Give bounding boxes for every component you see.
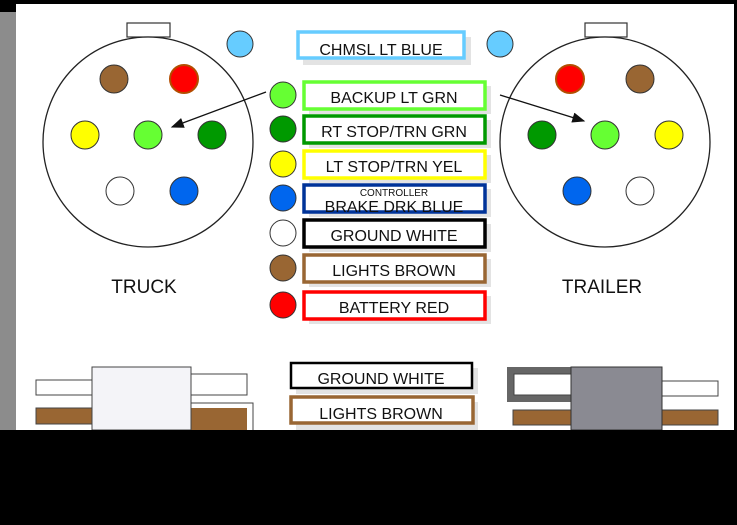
legend-label: GROUND WHITE: [330, 228, 457, 245]
bottom-lights-box: [289, 395, 475, 425]
trailer-arrow: [499, 94, 586, 123]
truck-arrow: [170, 91, 267, 128]
bottom-ground-box: [289, 361, 474, 390]
trailer-brown-wire-out: [661, 409, 719, 426]
chmsl-dot-right: [486, 30, 514, 58]
truck-pin-white: [105, 176, 135, 206]
trailer-plug-body: [570, 366, 663, 431]
legend-label: BRAKE DRK BLUE: [325, 199, 464, 216]
truck-key-tab: [126, 22, 171, 38]
wire-legend: BACKUP LT GRN RT STOP/TRN GRN LT STOP/TRN …: [269, 80, 491, 324]
truck-white-wire: [35, 379, 97, 396]
truck-label: TRUCK: [111, 277, 177, 298]
trailer-plug-side-view: [507, 366, 719, 431]
legend-box: [302, 183, 487, 214]
trailer-pin-yellow: [654, 120, 684, 150]
legend-label: BATTERY RED: [339, 300, 449, 317]
legend-box: [302, 149, 487, 180]
legend-color-dot: [269, 115, 297, 143]
trailer-pin-white: [625, 176, 655, 206]
legend-row: GROUND WHITE: [269, 218, 491, 252]
truck-brown-wire: [35, 407, 97, 425]
trailer-connector: TRAILER: [499, 22, 711, 298]
legend-box: [302, 218, 487, 249]
truck-brown-wire-out: [191, 408, 247, 430]
truck-white-wire-out: [190, 373, 248, 396]
legend-label: LT STOP/TRN YEL: [326, 159, 463, 176]
trailer-brown-wire: [512, 409, 572, 426]
trailer-pin-light-green: [590, 120, 620, 150]
trailer-pin-red: [555, 64, 585, 94]
legend-box: [302, 290, 487, 321]
truck-pin-dark-green: [197, 120, 227, 150]
truck-pin-brown: [99, 64, 129, 94]
legend-color-dot: [269, 291, 297, 319]
controller-label: CONTROLLER: [360, 188, 428, 199]
truck-pin-red: [169, 64, 199, 94]
bottom-legend: GROUND WHITE LIGHTS BROWN: [289, 361, 478, 430]
legend-box: [302, 80, 487, 111]
legend-row: BACKUP LT GRN: [269, 80, 491, 114]
truck-pin-light-green: [133, 120, 163, 150]
bottom-ground-label: GROUND WHITE: [317, 371, 444, 388]
legend-color-dot: [269, 81, 297, 109]
legend-box: [302, 253, 487, 284]
legend-color-dot: [269, 184, 297, 212]
trailer-pin-brown: [625, 64, 655, 94]
trailer-label: TRAILER: [562, 277, 642, 298]
legend-row: RT STOP/TRN GRN: [269, 114, 491, 148]
bottom-black-band: [0, 430, 737, 525]
trailer-white-wire: [513, 373, 572, 396]
legend-color-dot: [269, 219, 297, 247]
truck-connector: TRUCK: [42, 22, 254, 298]
truck-plug-body: [91, 366, 192, 431]
legend-box: [302, 114, 487, 145]
legend-color-dot: [269, 150, 297, 178]
legend-row: LT STOP/TRN YEL: [269, 149, 491, 183]
legend-label: BACKUP LT GRN: [330, 90, 457, 107]
legend-color-dot: [269, 254, 297, 282]
left-grey-strip: [0, 12, 16, 430]
chmsl-box: [296, 30, 466, 60]
legend-chmsl: CHMSL LT BLUE: [226, 30, 514, 65]
legend-row: LIGHTS BROWN: [269, 253, 491, 287]
bottom-lights-label: LIGHTS BROWN: [319, 406, 443, 423]
chmsl-label: CHMSL LT BLUE: [319, 42, 442, 59]
legend-row: BRAKE DRK BLUE: [269, 183, 491, 217]
trailer-pin-blue: [562, 176, 592, 206]
legend-label: LIGHTS BROWN: [332, 263, 456, 280]
trailer-pin-dark-green: [527, 120, 557, 150]
trailer-white-wire-out: [661, 380, 719, 397]
truck-pin-yellow: [70, 120, 100, 150]
legend-row: BATTERY RED: [269, 290, 491, 324]
trailer-key-tab: [584, 22, 628, 38]
chmsl-dot-left: [226, 30, 254, 58]
legend-label: RT STOP/TRN GRN: [321, 124, 467, 141]
truck-pin-blue: [169, 176, 199, 206]
